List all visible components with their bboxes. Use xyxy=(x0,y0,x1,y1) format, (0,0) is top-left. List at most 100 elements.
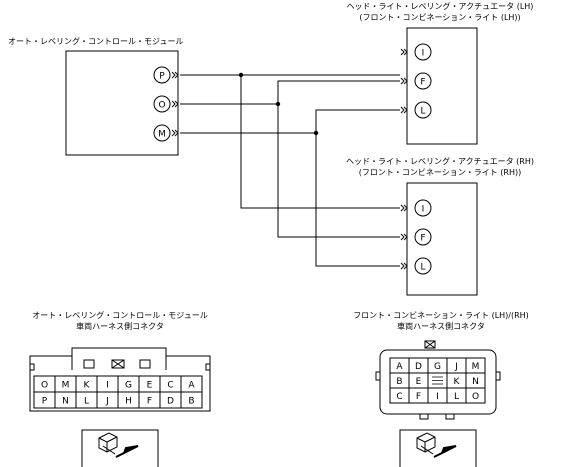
pin-cell: M xyxy=(465,357,486,374)
wires xyxy=(180,74,400,267)
pin-cell: E xyxy=(408,372,429,389)
pin-cell: B xyxy=(389,372,410,389)
connector-view-icon-right xyxy=(399,429,477,467)
actuator-lh-pin-i: I xyxy=(414,43,432,61)
svg-text:P: P xyxy=(159,72,165,82)
svg-text:N: N xyxy=(472,377,479,387)
actuator-rh-pin-l: L xyxy=(414,257,432,275)
svg-text:I: I xyxy=(422,205,425,215)
svg-text:A: A xyxy=(396,362,403,372)
blank-cavity-hatch xyxy=(432,376,443,385)
svg-text:O: O xyxy=(158,101,165,111)
pin-cell: O xyxy=(33,375,56,393)
svg-text:P: P xyxy=(42,397,48,407)
svg-text:D: D xyxy=(167,397,174,407)
module-pin-o: O xyxy=(153,95,171,113)
pin-cell: N xyxy=(54,391,77,409)
wire-m xyxy=(180,109,400,134)
actuator-rh-pin-i: I xyxy=(414,199,432,217)
actuator-rh-pin-f: F xyxy=(414,228,432,246)
svg-text:I: I xyxy=(106,381,109,391)
pin-cell: A xyxy=(389,357,410,374)
pin-cell: K xyxy=(446,372,467,389)
svg-text:F: F xyxy=(420,234,425,244)
svg-text:D: D xyxy=(415,362,422,372)
pin-cell: B xyxy=(180,391,203,409)
svg-text:M: M xyxy=(472,362,480,372)
wire-o-branch xyxy=(277,104,400,238)
pin-cell: A xyxy=(180,375,203,393)
pin-cell: K xyxy=(75,375,98,393)
connector-right-title-1: フロント・コンビネーション・ライト (LH)/(RH) xyxy=(353,311,529,320)
actuator-lh-title-2: (フロント・コンビネーション・ライト (LH)) xyxy=(359,13,520,22)
connector-right-body xyxy=(375,340,501,420)
svg-text:I: I xyxy=(436,392,439,402)
svg-text:O: O xyxy=(472,392,479,402)
splice-dots xyxy=(238,72,319,136)
svg-text:B: B xyxy=(188,397,194,407)
actuator-lh-pin-f: F xyxy=(414,72,432,90)
pin-cell: N xyxy=(465,372,486,389)
svg-text:J: J xyxy=(105,397,109,407)
pin-cell: L xyxy=(75,391,98,409)
svg-text:I: I xyxy=(422,49,425,59)
actuator-rh-title-1: ヘッド・ライト・レベリング・アクチュエータ (RH) xyxy=(346,156,534,166)
pin-cell: D xyxy=(408,357,429,374)
svg-text:C: C xyxy=(167,381,173,391)
svg-text:C: C xyxy=(396,392,402,402)
svg-text:L: L xyxy=(420,107,425,117)
svg-text:L: L xyxy=(454,392,459,402)
pin-cell: G xyxy=(427,357,448,374)
wire-p-branch xyxy=(240,75,400,209)
svg-text:K: K xyxy=(84,381,91,391)
actuator-rh-title-2: (フロント・コンビネーション・ライト (RH)) xyxy=(359,168,521,177)
pin-cell: M xyxy=(54,375,77,393)
svg-text:J: J xyxy=(454,362,458,372)
module-pin-m: M xyxy=(153,124,171,142)
svg-text:G: G xyxy=(125,381,132,391)
pin-cell: F xyxy=(408,387,429,404)
pin-cell: L xyxy=(446,387,467,404)
module-title: オート・レベリング・コントロール・モジュール xyxy=(8,36,183,46)
svg-text:O: O xyxy=(41,381,48,391)
wire-m-branch xyxy=(315,133,400,267)
actuator-lh-title-1: ヘッド・ライト・レベリング・アクチュエータ (LH) xyxy=(347,1,534,11)
connector-view-icon-left xyxy=(81,429,159,467)
pin-cell: G xyxy=(117,375,140,393)
module-pin-p: P xyxy=(153,66,171,84)
pin-cell: I xyxy=(427,387,448,404)
pin-cell: J xyxy=(96,391,119,409)
svg-text:K: K xyxy=(454,377,461,387)
svg-text:G: G xyxy=(434,362,441,372)
pin-cell: J xyxy=(446,357,467,374)
connector-left-title-2: 車両ハーネス側コネクタ xyxy=(76,321,164,331)
svg-text:B: B xyxy=(396,377,402,387)
pin-cell: D xyxy=(159,391,182,409)
svg-text:A: A xyxy=(188,381,195,391)
pin-cell: H xyxy=(117,391,140,409)
actuator-lh-pin-l: L xyxy=(414,101,432,119)
connector-chevrons xyxy=(171,48,408,270)
connector-left-grid: O M K I G E C A P N L J H F D B xyxy=(33,375,203,409)
wire-o xyxy=(180,80,400,105)
connector-right-title-2: 車両ハーネス側コネクタ xyxy=(397,321,485,331)
pin-cell: O xyxy=(465,387,486,404)
pin-cell: E xyxy=(138,375,161,393)
pin-cell: C xyxy=(159,375,182,393)
svg-text:E: E xyxy=(147,381,153,391)
svg-text:H: H xyxy=(125,397,132,407)
svg-text:M: M xyxy=(62,381,70,391)
svg-text:F: F xyxy=(147,397,152,407)
svg-text:M: M xyxy=(158,130,166,140)
svg-text:N: N xyxy=(62,397,69,407)
pin-cell: C xyxy=(389,387,410,404)
svg-text:F: F xyxy=(416,392,421,402)
svg-text:F: F xyxy=(420,78,425,88)
pin-cell: F xyxy=(138,391,161,409)
svg-text:L: L xyxy=(84,397,89,407)
pin-cell: I xyxy=(96,375,119,393)
svg-text:L: L xyxy=(420,263,425,273)
connector-left-body xyxy=(29,347,211,412)
